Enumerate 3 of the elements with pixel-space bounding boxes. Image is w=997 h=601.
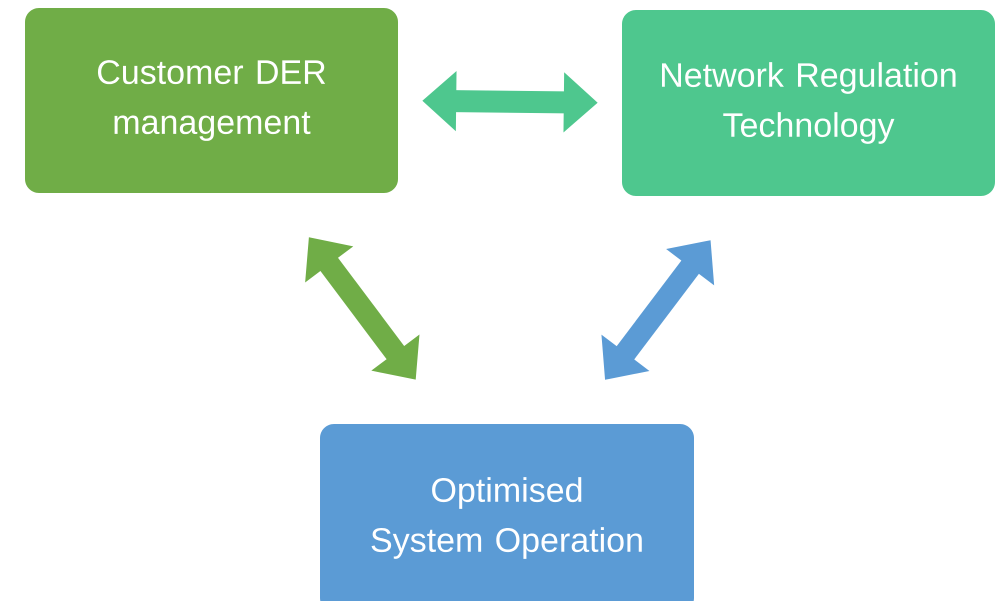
process-box: Network Regulation Technology (622, 10, 995, 196)
process-box: Customer DER management (25, 8, 398, 193)
process-box: Optimised System Operation (320, 424, 694, 601)
